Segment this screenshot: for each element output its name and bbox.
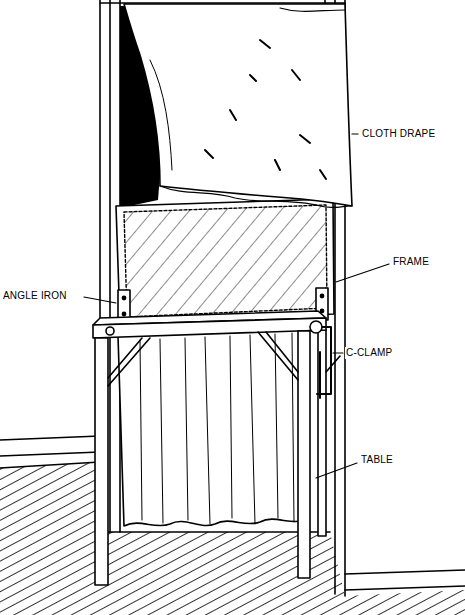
part-label: C-CLAMP [345, 347, 393, 359]
angle-iron-hole [320, 294, 323, 297]
c-clamp-pad [310, 321, 322, 333]
part-label: FRAME [392, 256, 430, 268]
table-brace [326, 356, 340, 372]
curtain-fold [140, 333, 294, 524]
table-leg [298, 331, 310, 578]
c-clamp-screw [319, 352, 321, 398]
leader-line [84, 297, 116, 303]
frame [116, 199, 334, 324]
leader-line [333, 352, 343, 353]
wall-floor-line [108, 531, 330, 533]
drape-fold [280, 8, 345, 11]
angle-iron-hole [320, 309, 323, 312]
leader-line [316, 463, 357, 478]
table-leg [95, 338, 108, 585]
bolt [106, 327, 114, 335]
frame-tape [124, 205, 327, 317]
drape-hem [160, 186, 352, 208]
drape-texture [205, 40, 326, 179]
curtain [118, 330, 306, 526]
baseboard [345, 586, 465, 590]
table-leg [318, 330, 326, 536]
table-brace [108, 338, 150, 386]
baseboard [0, 462, 100, 468]
window-casing [109, 0, 111, 532]
baseboard [0, 436, 100, 440]
glass-hatch [124, 205, 327, 317]
leader-line [352, 133, 358, 134]
baseboard [345, 570, 465, 574]
part-label: CLOTH DRAPE [361, 128, 436, 140]
part-label: TABLE [360, 454, 394, 466]
drape-fold [150, 60, 172, 170]
angle-iron-hole [122, 296, 125, 299]
table-brace [258, 332, 298, 380]
cloth-drape [124, 4, 352, 206]
baseboard [0, 452, 100, 456]
angle-iron-hole [122, 312, 125, 315]
table-top-edge [93, 318, 326, 338]
part-label: ANGLE IRON [2, 290, 68, 302]
leader-line [336, 264, 389, 282]
